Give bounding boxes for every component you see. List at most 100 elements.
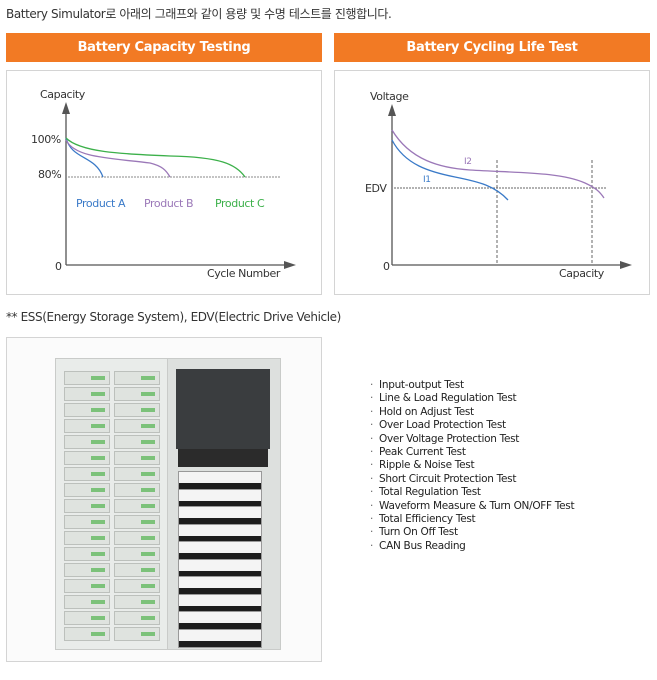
battery-module xyxy=(114,547,160,561)
module-display xyxy=(141,584,155,588)
module-display xyxy=(141,632,155,636)
test-item: Turn On Off Test xyxy=(370,526,574,539)
module-display xyxy=(91,584,105,588)
battery-module xyxy=(114,371,160,385)
module-display xyxy=(91,408,105,412)
load-module xyxy=(178,541,262,560)
test-item: Total Efficiency Test xyxy=(370,513,574,526)
load-module xyxy=(178,523,262,543)
tick-80: 80% xyxy=(38,168,61,181)
load-module xyxy=(178,558,262,578)
left-rack-cabinet xyxy=(55,358,169,650)
battery-module xyxy=(64,611,110,625)
test-item: Peak Current Test xyxy=(370,446,574,459)
capacity-chart: Capacity 100% 80% 0 Cycle Number Product… xyxy=(31,88,296,280)
battery-module xyxy=(114,387,160,401)
battery-module xyxy=(64,627,110,641)
test-list: Input-output TestLine & Load Regulation … xyxy=(370,379,575,553)
product-c-curve xyxy=(65,137,246,178)
capacity-chart-header: Battery Capacity Testing xyxy=(6,33,322,62)
battery-module xyxy=(114,419,160,433)
module-display xyxy=(91,376,105,380)
load-module xyxy=(178,628,262,648)
test-item: Over Load Protection Test xyxy=(370,419,574,432)
test-item: Short Circuit Protection Test xyxy=(370,473,574,486)
module-display xyxy=(91,472,105,476)
x-axis-arrow-icon xyxy=(284,261,296,269)
y-axis-arrow-icon xyxy=(388,104,396,116)
module-display xyxy=(91,520,105,524)
battery-module xyxy=(64,579,110,593)
battery-module xyxy=(64,531,110,545)
module-display xyxy=(141,424,155,428)
y-axis-arrow-icon xyxy=(62,102,70,114)
battery-module xyxy=(64,595,110,609)
y-axis-label: Capacity xyxy=(40,88,86,101)
i2-curve xyxy=(391,129,605,199)
module-display xyxy=(91,568,105,572)
x-axis-label: Capacity xyxy=(559,267,605,280)
charts-svg: Capacity 100% 80% 0 Cycle Number Product… xyxy=(31,88,632,280)
module-display xyxy=(141,392,155,396)
battery-module xyxy=(64,547,110,561)
battery-module xyxy=(114,579,160,593)
module-display xyxy=(91,632,105,636)
load-module xyxy=(178,488,262,508)
module-display xyxy=(91,456,105,460)
module-display xyxy=(91,488,105,492)
module-display xyxy=(91,600,105,604)
load-module xyxy=(178,506,262,525)
right-rack-cabinet xyxy=(167,358,281,650)
module-display xyxy=(141,520,155,524)
legend-product-a: Product A xyxy=(76,197,126,210)
product-b-curve xyxy=(65,139,171,178)
module-display xyxy=(141,536,155,540)
test-item: Input-output Test xyxy=(370,379,574,392)
load-module xyxy=(178,576,262,595)
abbreviation-note: ** ESS(Energy Storage System), EDV(Elect… xyxy=(6,310,341,324)
battery-module xyxy=(64,403,110,417)
battery-module xyxy=(64,467,110,481)
tick-100: 100% xyxy=(31,133,61,146)
module-display xyxy=(91,440,105,444)
origin-label: 0 xyxy=(55,260,62,273)
module-display xyxy=(141,472,155,476)
module-display xyxy=(141,456,155,460)
module-display xyxy=(91,616,105,620)
module-display xyxy=(141,552,155,556)
test-item: Ripple & Noise Test xyxy=(370,459,574,472)
x-axis-label: Cycle Number xyxy=(207,267,281,280)
battery-module xyxy=(114,515,160,529)
battery-module xyxy=(64,483,110,497)
test-item: CAN Bus Reading xyxy=(370,540,574,553)
battery-module xyxy=(114,435,160,449)
capacity-chart-box xyxy=(6,70,322,295)
product-a-curve xyxy=(65,137,104,178)
battery-module xyxy=(114,499,160,513)
module-display xyxy=(141,616,155,620)
cycling-chart: Voltage EDV 0 Capacity I2 I1 xyxy=(365,90,632,280)
module-display xyxy=(91,392,105,396)
battery-module xyxy=(64,515,110,529)
battery-module xyxy=(114,563,160,577)
module-display xyxy=(141,408,155,412)
i1-curve xyxy=(391,139,509,201)
i2-label: I2 xyxy=(464,157,472,167)
battery-module xyxy=(114,451,160,465)
intro-text: Battery Simulator로 아래의 그래프와 같이 용량 및 수명 테… xyxy=(6,7,392,21)
module-display xyxy=(91,424,105,428)
module-display xyxy=(141,376,155,380)
module-display xyxy=(141,504,155,508)
test-item: Waveform Measure & Turn ON/OFF Test xyxy=(370,500,575,513)
origin-label: 0 xyxy=(383,260,390,273)
test-item: Total Regulation Test xyxy=(370,486,574,499)
legend-product-b: Product B xyxy=(144,197,193,210)
battery-module xyxy=(114,627,160,641)
module-display xyxy=(91,504,105,508)
battery-module xyxy=(64,499,110,513)
battery-module xyxy=(64,387,110,401)
battery-module xyxy=(64,563,110,577)
module-display xyxy=(141,600,155,604)
open-bay xyxy=(176,369,270,449)
load-module xyxy=(178,593,262,613)
